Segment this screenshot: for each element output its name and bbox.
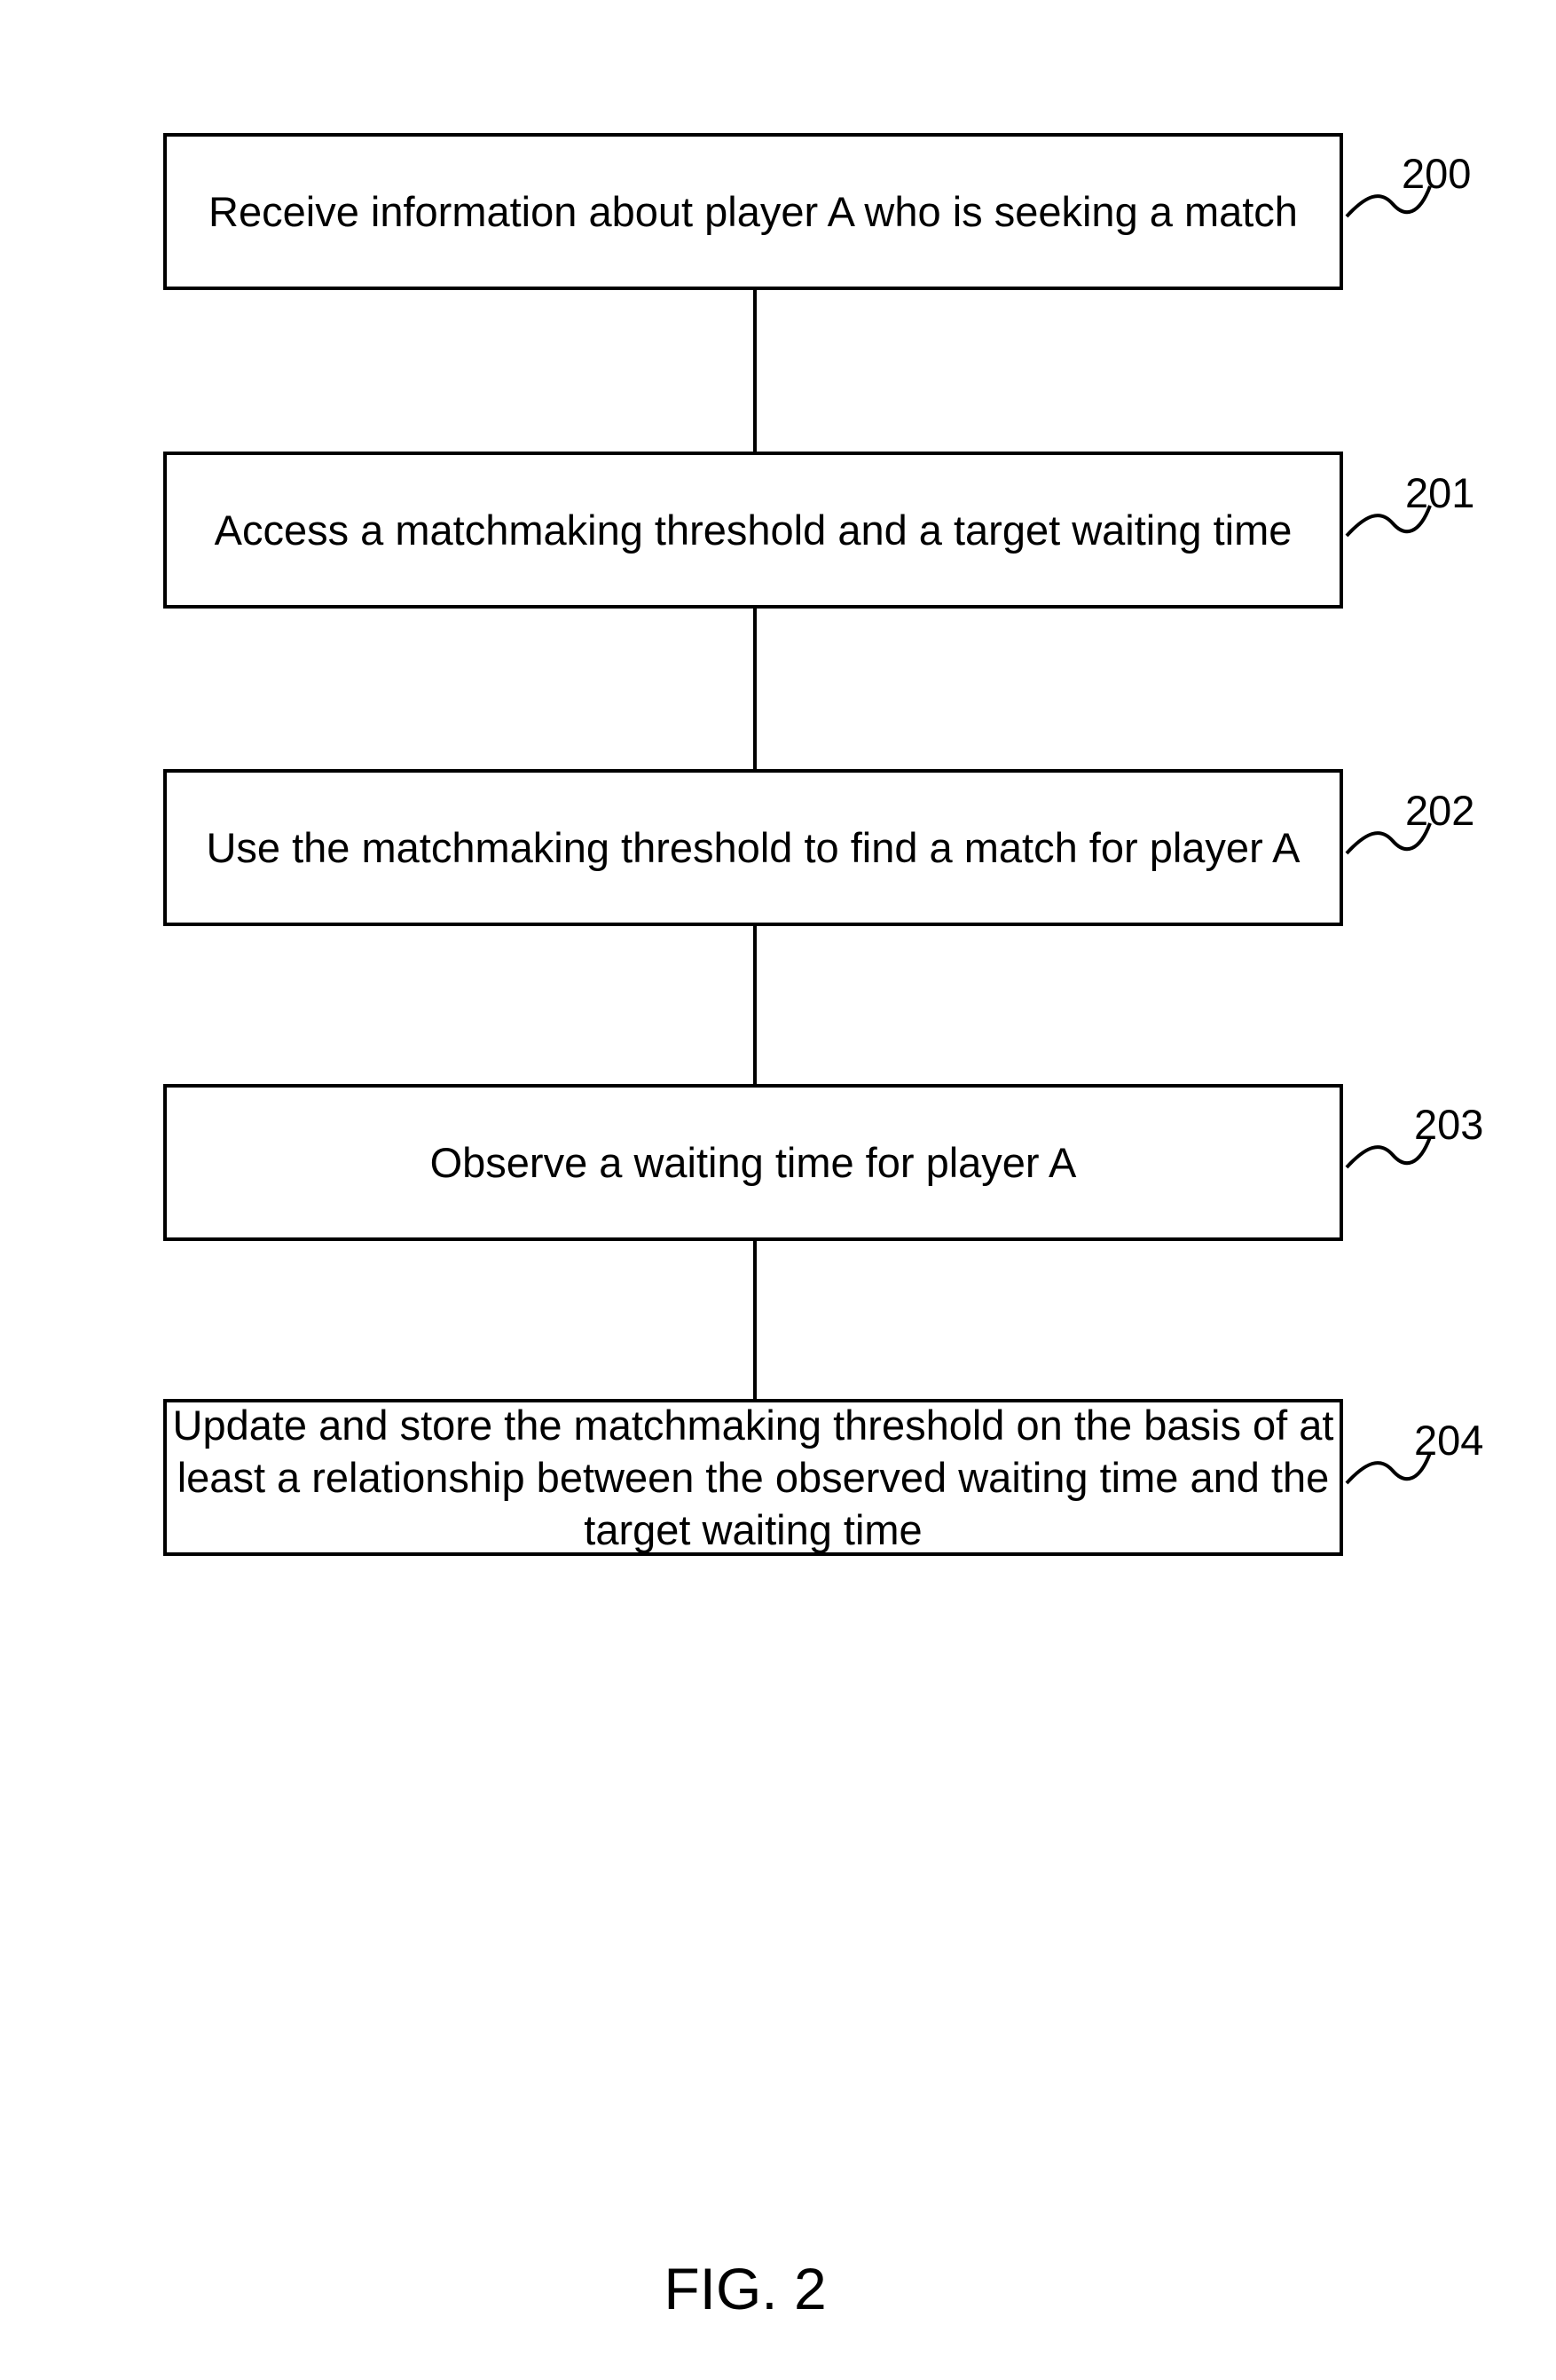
ref-label-203: 203 (1414, 1104, 1483, 1145)
ref-label-201: 201 (1405, 472, 1474, 514)
step-text-203: Observe a waiting time for player A (427, 1136, 1081, 1189)
step-box-200: Receive information about player A who i… (163, 133, 1343, 290)
step-text-200: Receive information about player A who i… (205, 185, 1301, 238)
step-box-202: Use the matchmaking threshold to find a … (163, 769, 1343, 926)
figure-caption: FIG. 2 (0, 2259, 1490, 2318)
ref-label-200: 200 (1402, 153, 1471, 194)
step-box-203: Observe a waiting time for player A (163, 1084, 1343, 1241)
step-text-202: Use the matchmaking threshold to find a … (186, 821, 1320, 874)
step-box-204: Update and store the matchmaking thresho… (163, 1399, 1343, 1556)
step-text-201: Access a matchmaking threshold and a tar… (211, 504, 1296, 556)
step-box-201: Access a matchmaking threshold and a tar… (163, 452, 1343, 609)
step-text-204: Update and store the matchmaking thresho… (167, 1399, 1340, 1557)
ref-label-204: 204 (1414, 1419, 1483, 1461)
ref-label-202: 202 (1405, 789, 1474, 831)
